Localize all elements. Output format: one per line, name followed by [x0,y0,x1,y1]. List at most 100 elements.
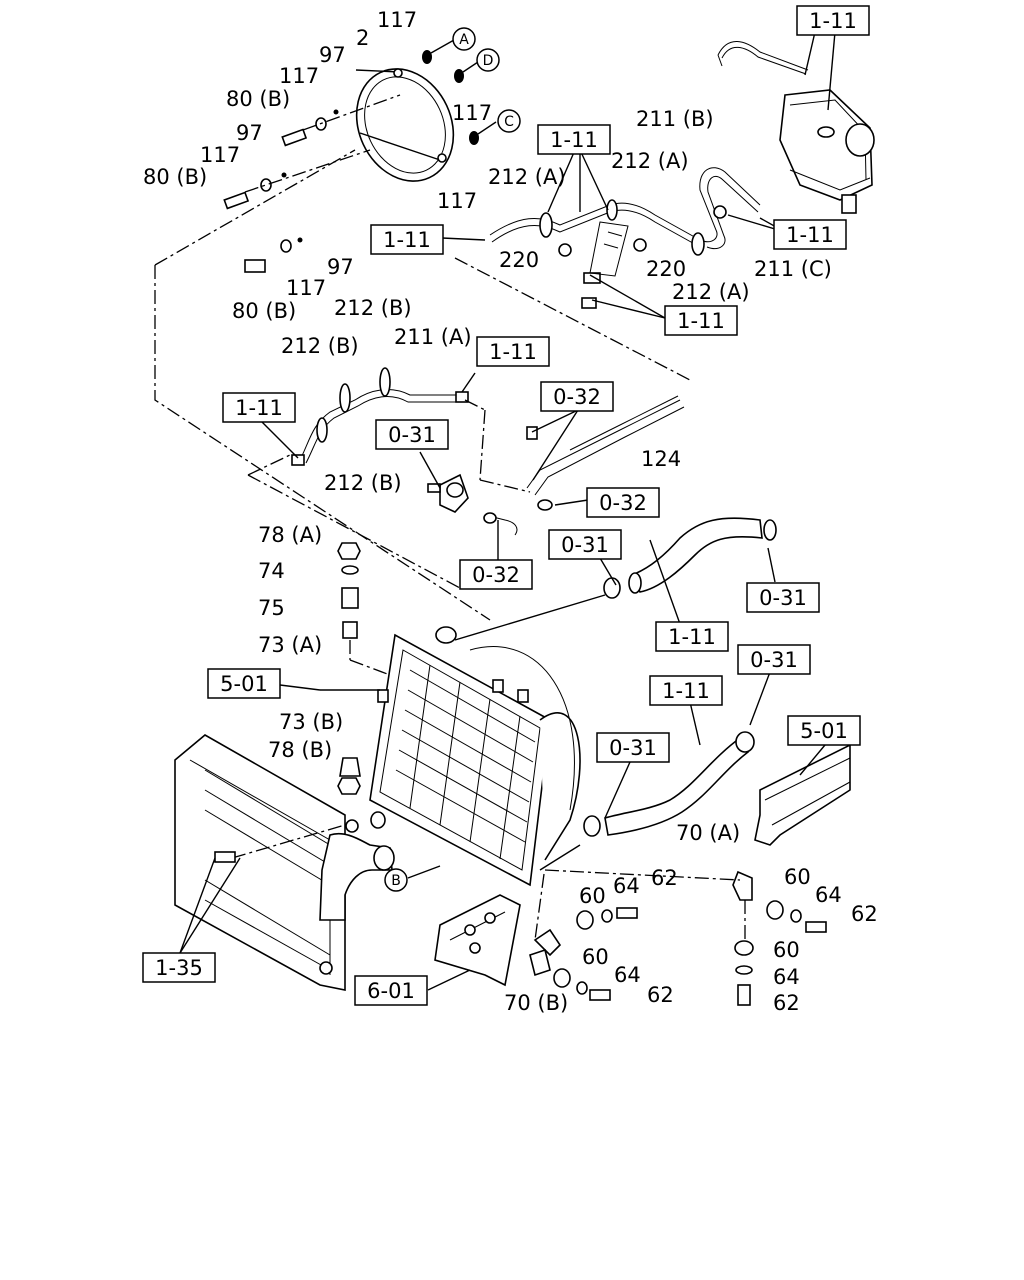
label-62: 62 [851,902,878,926]
ref-box-1-11-f[interactable]: 1-11 [222,392,296,423]
label-62: 62 [651,866,678,890]
svg-text:A: A [459,32,469,48]
label-60: 60 [579,884,606,908]
lower-mounting-hardware [529,869,827,1006]
ref-box-1-11-d[interactable]: 1-11 [664,305,738,336]
ref-box-1-11-tank[interactable]: 1-11 [796,5,870,36]
ref-box-0-31-d[interactable]: 0-31 [737,644,811,675]
svg-text:1-11: 1-11 [662,679,710,703]
assembly-outline [154,265,491,621]
svg-text:0-32: 0-32 [472,563,520,587]
radiator-core [369,626,581,887]
ref-box-0-32-a[interactable]: 0-32 [540,381,614,412]
thermostat-housing [427,473,518,536]
ref-box-5-01-b[interactable]: 5-01 [787,715,861,746]
circle-marker-a: A [452,27,476,51]
label-78a: 78 (A) [258,523,322,547]
label-64: 64 [773,965,800,989]
ref-box-0-31-a[interactable]: 0-31 [375,419,449,450]
ref-box-1-11-b[interactable]: 1-11 [370,224,444,255]
label-97: 97 [236,121,263,145]
svg-text:0-32: 0-32 [553,385,601,409]
label-117: 117 [437,189,477,213]
ref-box-0-31-b[interactable]: 0-31 [548,529,622,560]
svg-text:0-31: 0-31 [561,533,609,557]
label-117: 117 [286,276,326,300]
svg-text:1-11: 1-11 [677,309,725,333]
label-73a: 73 (A) [258,633,322,657]
svg-text:0-31: 0-31 [759,586,807,610]
svg-text:0-31: 0-31 [609,736,657,760]
svg-text:B: B [391,873,401,889]
svg-text:5-01: 5-01 [800,719,848,743]
circle-marker-d: D [476,48,500,72]
label-60: 60 [582,945,609,969]
svg-text:1-11: 1-11 [383,228,431,252]
drain-fittings [337,542,391,795]
ref-box-0-32-b[interactable]: 0-32 [586,487,660,518]
label-60: 60 [773,938,800,962]
radiator-grid [395,664,536,860]
svg-text:1-11: 1-11 [235,396,283,420]
svg-text:D: D [483,53,494,69]
svg-text:1-11: 1-11 [550,128,598,152]
ref-box-1-35[interactable]: 1-35 [142,952,216,983]
fan-shroud-ring [355,68,455,182]
label-211b: 211 (B) [636,107,714,131]
label-80b: 80 (B) [143,165,207,189]
label-211a: 211 (A) [394,325,472,349]
svg-text:0-32: 0-32 [599,491,647,515]
svg-text:1-11: 1-11 [489,340,537,364]
frame-bracket [434,894,521,987]
middle-coolant-pipes [291,367,531,493]
leader-lines [179,31,836,991]
svg-text:6-01: 6-01 [367,979,415,1003]
lower-radiator-hose [583,731,755,837]
label-97: 97 [327,255,354,279]
ref-box-0-31-e[interactable]: 0-31 [596,732,670,763]
label-60: 60 [784,865,811,889]
upper-radiator-hose [603,517,777,599]
label-75: 75 [258,596,285,620]
label-73b: 73 (B) [279,710,343,734]
label-74: 74 [258,559,285,583]
ref-box-1-11-a[interactable]: 1-11 [537,124,611,155]
label-212b: 212 (B) [324,471,402,495]
ref-box-1-11-h[interactable]: 1-11 [649,675,723,706]
label-212b: 212 (B) [334,296,412,320]
ref-box-0-32-c[interactable]: 0-32 [459,559,533,590]
label-62: 62 [647,983,674,1007]
ref-box-1-11-c[interactable]: 1-11 [773,219,847,250]
label-2: 2 [356,26,369,50]
label-117: 117 [279,64,319,88]
ref-box-1-11-g[interactable]: 1-11 [655,621,729,652]
label-78b: 78 (B) [268,738,332,762]
intercooler [174,734,395,991]
svg-text:C: C [504,114,514,130]
ref-box-5-01-a[interactable]: 5-01 [207,668,281,699]
svg-text:0-31: 0-31 [750,648,798,672]
label-64: 64 [613,874,640,898]
label-70a: 70 (A) [676,821,740,845]
svg-text:1-11: 1-11 [668,625,716,649]
part-number-labels: 117 2 97 117 80 (B) 117 97 117 80 (B) 11… [143,8,878,1015]
label-97: 97 [319,43,346,67]
label-212a: 212 (A) [488,165,566,189]
ref-box-1-11-e[interactable]: 1-11 [476,336,550,367]
label-62: 62 [773,991,800,1015]
label-70b: 70 (B) [504,991,568,1015]
label-211c: 211 (C) [754,257,832,281]
frame-rail [754,743,851,846]
label-212a: 212 (A) [672,280,750,304]
svg-text:1-11: 1-11 [786,223,834,247]
svg-text:1-11: 1-11 [809,9,857,33]
ref-box-0-31-c[interactable]: 0-31 [746,582,820,613]
ref-box-6-01[interactable]: 6-01 [354,975,428,1006]
label-64: 64 [815,883,842,907]
label-117: 117 [452,101,492,125]
label-212a: 212 (A) [611,149,689,173]
mounting-bolts-top [223,39,497,273]
label-212b: 212 (B) [281,334,359,358]
svg-text:1-35: 1-35 [155,956,203,980]
label-117: 117 [200,143,240,167]
